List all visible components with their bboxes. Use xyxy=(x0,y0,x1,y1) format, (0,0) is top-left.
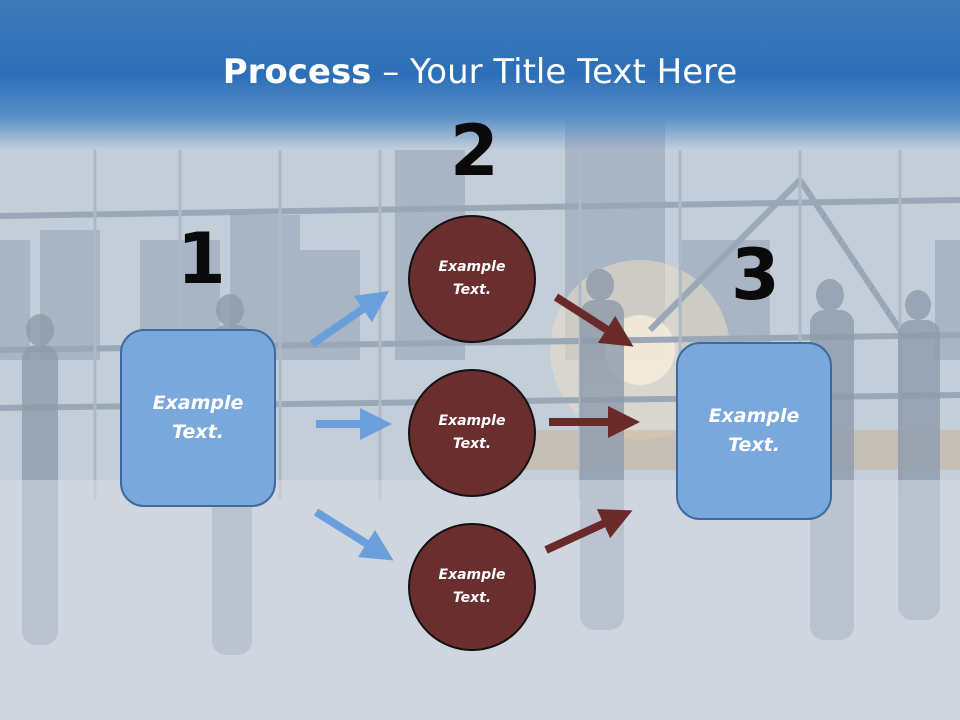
step-circle-1-label: Example Text. xyxy=(438,259,506,298)
step-circle-2[interactable]: Example Text. xyxy=(408,369,536,497)
arrow-from-circle-3 xyxy=(544,509,633,554)
slide-title: Process – Your Title Text Here xyxy=(0,52,960,92)
title-bold: Process xyxy=(222,52,372,92)
arrow-from-circle-1 xyxy=(553,293,634,347)
step-circle-3[interactable]: Example Text. xyxy=(408,523,536,651)
title-rest: – Your Title Text Here xyxy=(371,52,738,92)
step-box-1[interactable]: Example Text. xyxy=(120,329,276,507)
title-bar xyxy=(0,0,960,150)
step-circle-1[interactable]: Example Text. xyxy=(408,215,536,343)
step-box-1-label: Example Text. xyxy=(152,392,244,443)
step-number-1: 1 xyxy=(177,218,226,300)
step-box-3-label: Example Text. xyxy=(708,405,800,456)
arrow-to-circle-1 xyxy=(309,290,390,348)
step-circle-2-label: Example Text. xyxy=(438,413,506,452)
step-number-2: 2 xyxy=(450,110,499,192)
arrow-to-circle-3 xyxy=(313,508,394,561)
step-circle-3-label: Example Text. xyxy=(438,567,506,606)
step-number-3: 3 xyxy=(731,234,780,316)
step-box-3[interactable]: Example Text. xyxy=(676,342,832,520)
